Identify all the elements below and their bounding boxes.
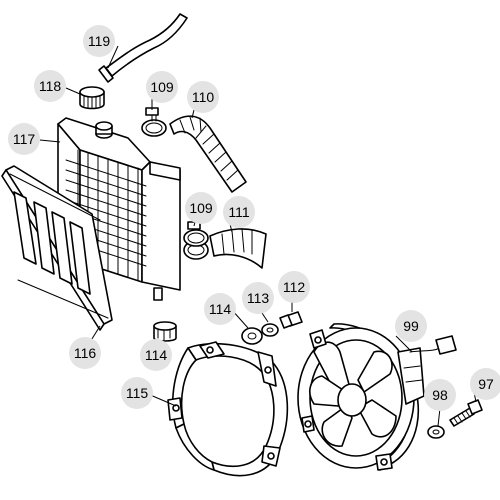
callout-113: 113 (242, 282, 274, 314)
callout-119: 119 (83, 25, 115, 57)
upper-radiator-hose (169, 115, 247, 193)
rubber-grommet-left (153, 321, 177, 342)
overflow-hose (98, 13, 188, 83)
svg-text:117: 117 (13, 131, 36, 147)
callout-111: 111 (223, 196, 255, 228)
callout-115: 115 (121, 377, 153, 409)
callout-97: 97 (470, 368, 500, 400)
washer-113 (261, 323, 279, 337)
hose-clamp-upper (141, 107, 167, 137)
callout-114-right: 114 (204, 293, 236, 325)
callouts: 119 118 109 110 117 109 111 112 113 114 … (8, 25, 500, 411)
callout-110: 110 (187, 81, 219, 113)
callout-98: 98 (424, 379, 456, 411)
svg-text:97: 97 (478, 376, 494, 392)
svg-text:98: 98 (432, 387, 448, 403)
hose-clamp-lower (183, 221, 209, 260)
radiator-cap (79, 86, 105, 110)
callout-99: 99 (395, 310, 427, 342)
svg-text:111: 111 (228, 204, 249, 220)
svg-text:109: 109 (150, 79, 174, 95)
svg-text:114: 114 (145, 347, 168, 363)
svg-text:112: 112 (283, 279, 306, 295)
cooling-fan (297, 323, 457, 471)
callout-117: 117 (8, 123, 40, 155)
svg-text:110: 110 (192, 89, 215, 105)
svg-text:116: 116 (74, 345, 97, 361)
svg-text:113: 113 (247, 290, 270, 306)
svg-text:115: 115 (126, 385, 149, 401)
fan-shroud (167, 341, 289, 477)
lower-radiator-hose (209, 228, 267, 269)
rubber-grommet-right (241, 327, 263, 345)
radiator-guard (1, 165, 113, 331)
svg-text:114: 114 (209, 301, 232, 317)
screw-97 (449, 399, 483, 427)
svg-text:109: 109 (189, 200, 213, 216)
bolt-112 (279, 311, 303, 329)
callout-118: 118 (34, 70, 66, 102)
svg-text:119: 119 (88, 33, 111, 49)
callout-109-upper: 109 (146, 71, 178, 103)
callout-109-lower: 109 (185, 192, 217, 224)
callout-116: 116 (69, 337, 101, 369)
svg-text:99: 99 (403, 318, 419, 334)
svg-text:118: 118 (39, 78, 62, 94)
callout-114-left: 114 (140, 339, 172, 371)
callout-112: 112 (278, 271, 310, 303)
washer-98 (427, 425, 445, 439)
